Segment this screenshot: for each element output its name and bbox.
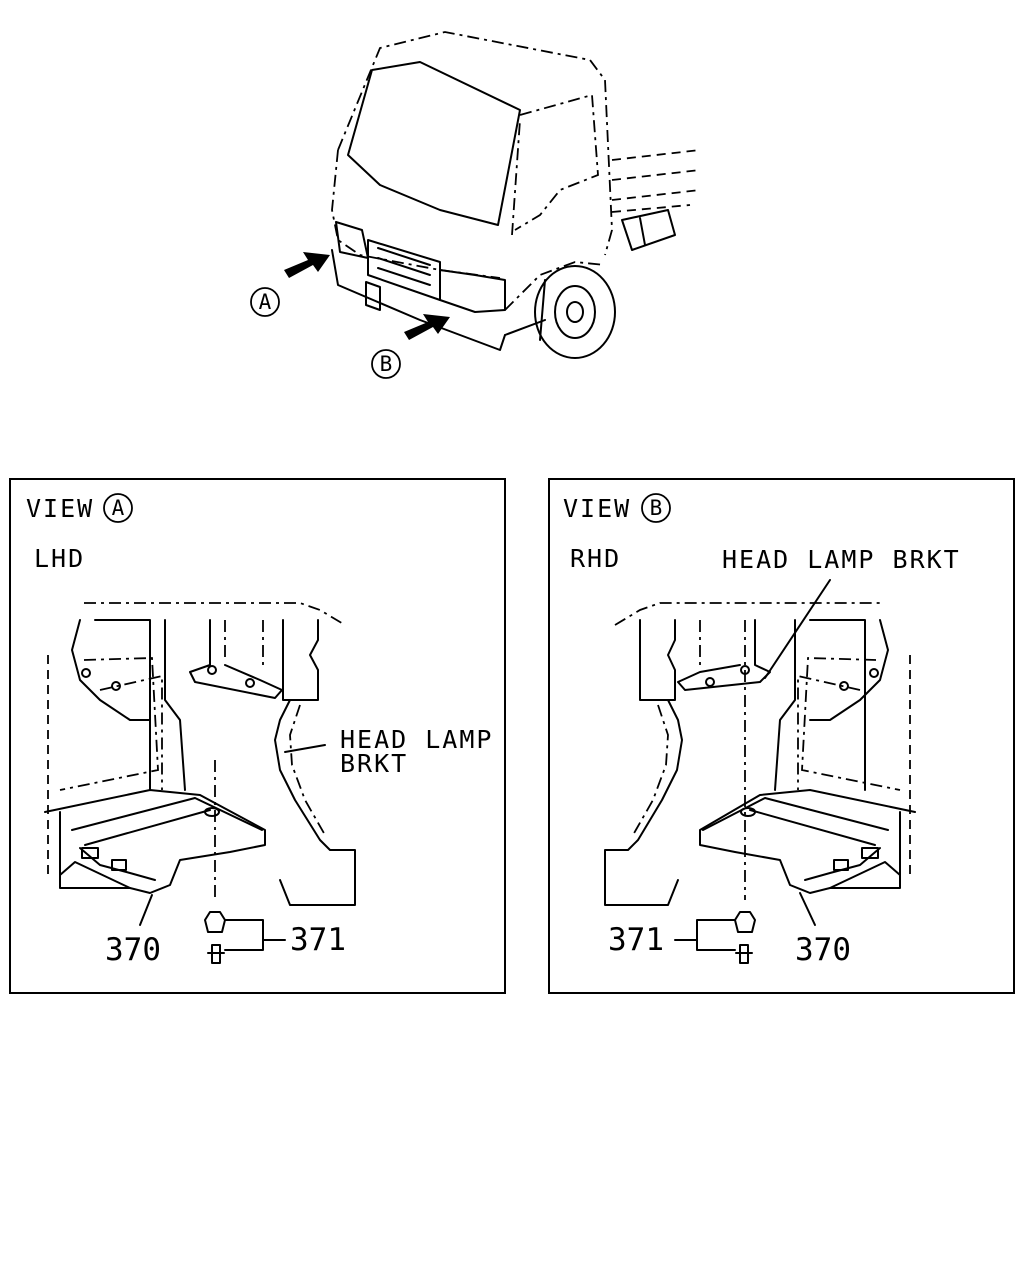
arrow-b-icon xyxy=(404,314,450,340)
part-number-371-a: 371 xyxy=(290,922,346,958)
view-b-title: VIEW xyxy=(563,494,631,523)
part-number-370-a: 370 xyxy=(105,932,161,968)
head-lamp-brkt-label-a-line1: HEAD LAMP xyxy=(340,725,493,754)
truck-overview xyxy=(284,31,701,359)
head-lamp-brkt-label-a-line2: BRKT xyxy=(340,749,408,778)
part-number-370-b: 370 xyxy=(795,932,851,968)
arrow-a-icon xyxy=(284,252,330,278)
view-b-callout: B xyxy=(650,496,663,520)
view-b-side: RHD xyxy=(570,544,621,573)
view-a-side: LHD xyxy=(34,544,85,573)
view-a-panel: VIEW A LHD xyxy=(9,478,506,994)
view-a-title: VIEW xyxy=(26,494,94,523)
svg-text:A: A xyxy=(259,290,272,314)
svg-text:B: B xyxy=(380,352,393,376)
callout-b: B xyxy=(371,349,401,379)
part-number-371-b: 371 xyxy=(608,922,664,958)
view-a-callout: A xyxy=(112,496,125,520)
callout-a: A xyxy=(250,287,280,317)
view-b-panel: VIEW B RHD HEAD LAMP BRKT xyxy=(548,478,1015,994)
head-lamp-brkt-label-b: HEAD LAMP BRKT xyxy=(722,545,961,574)
